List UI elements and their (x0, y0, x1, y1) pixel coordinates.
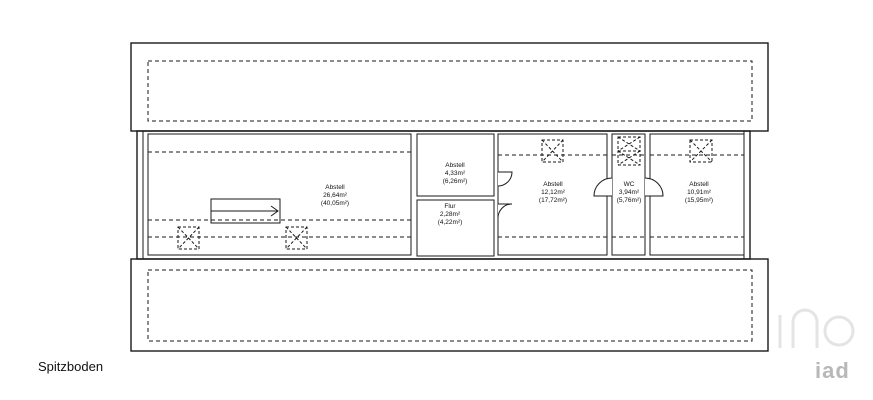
room-abstell-2 (416, 133, 495, 197)
label-abstell-2: Abstell 4,33m² (6,26m²) (442, 162, 468, 185)
floor-caption: Spitzboden (38, 359, 104, 374)
roof-bottom-inner (147, 269, 753, 342)
roof-top-inner (147, 60, 753, 122)
watermark-text: iad (815, 358, 850, 383)
label-wc: WC 3,94m² (5,76m²) (616, 181, 642, 204)
room-abstell-1 (147, 133, 412, 256)
roof-top (130, 42, 769, 132)
label-abstell-3: Abstell 12,12m² (17,72m²) (538, 181, 568, 204)
label-abstell-1: Abstell 26,64m² (40,05m²) (320, 184, 350, 207)
label-flur: Flur 2,28m² (4,22m²) (437, 203, 463, 226)
doors (497, 171, 664, 219)
floor-outline (136, 130, 751, 260)
roof-bottom (130, 258, 769, 352)
skylights (177, 136, 713, 250)
room-flur (416, 199, 495, 257)
label-abstell-4: Abstell 10,91m² (15,95m²) (684, 181, 714, 204)
